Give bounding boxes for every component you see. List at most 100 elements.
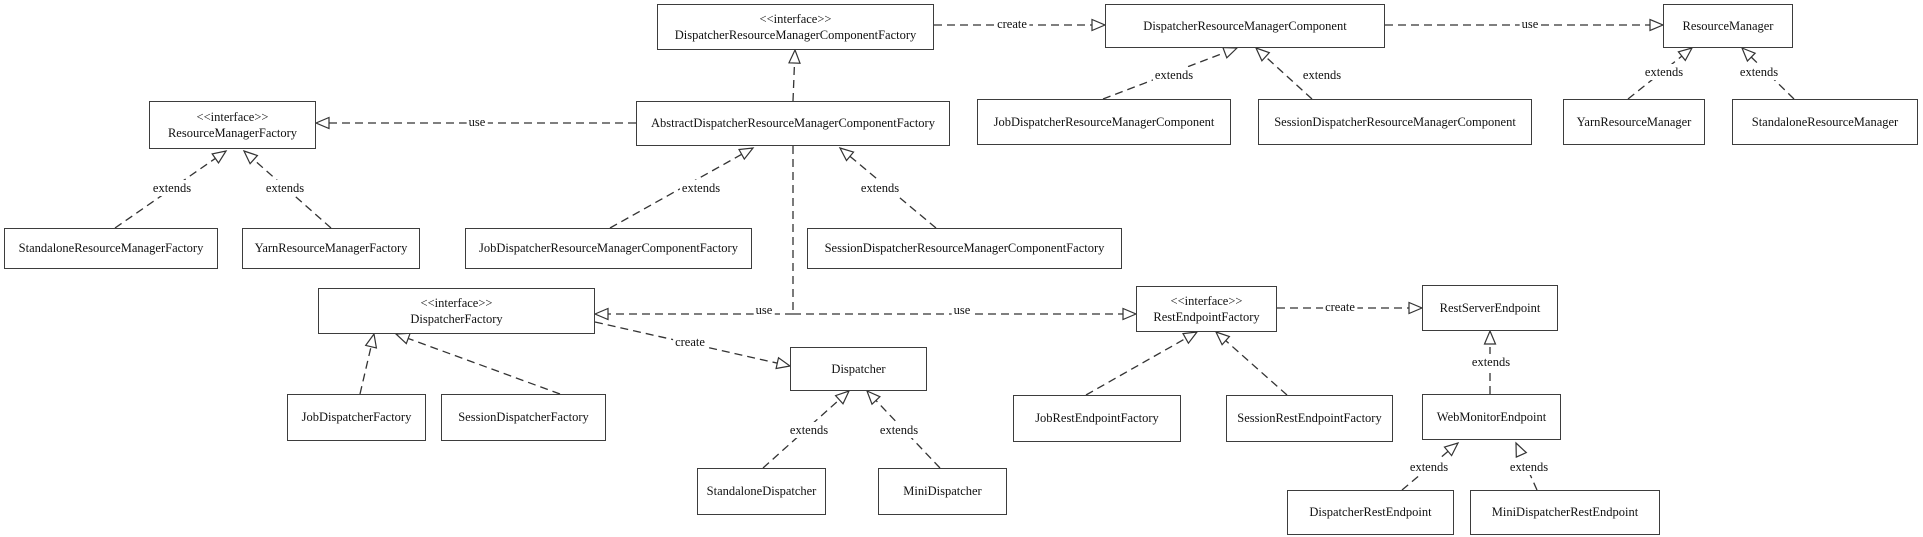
class-box-session-dispatcher-resource-manager-component: SessionDispatcherResourceManagerComponen… [1258,99,1532,145]
edge-line [762,399,840,469]
edge-label-bg [995,16,1030,32]
class-box-session-dispatcher-resource-manager-component-factory: SessionDispatcherResourceManagerComponen… [807,228,1122,269]
edge-line [1265,56,1313,100]
class-name-label: ResourceManagerFactory [167,126,298,140]
class-name-label: RestEndpointFactory [1153,310,1260,324]
arrowhead-icon [242,149,259,165]
edge-line [792,62,796,102]
class-name-label: ResourceManager [1682,18,1774,33]
class-name-label: StandaloneResourceManagerFactory [18,241,204,256]
arrowhead-icon [738,147,755,161]
stereotype-label: <<interface>> [1170,293,1243,308]
edge-label: extends [1510,460,1548,474]
class-name-label: JobDispatcherResourceManagerComponent [993,114,1215,129]
arrowhead-icon [1740,46,1757,63]
class-box-job-rest-endpoint-factory: JobRestEndpointFactory [1013,395,1181,442]
edge-label-bg [858,180,902,196]
stereotype-label: <<interface>> [420,295,493,310]
class-name-label: YarnResourceManager [1576,114,1692,129]
arrowhead-icon [593,307,609,321]
edge-label: create [997,17,1027,31]
edge-label-bg [673,334,708,350]
arrowhead-icon [1649,18,1665,32]
class-name-label: SessionDispatcherResourceManagerComponen… [1274,114,1516,129]
class-box-yarn-resource-manager-factory: YarnResourceManagerFactory [242,228,420,269]
class-box-standalone-dispatcher: StandaloneDispatcher [697,468,826,515]
class-name-label: Dispatcher [831,361,886,376]
class-name-label: StandaloneResourceManager [1751,114,1899,129]
edge-label: extends [861,181,899,195]
class-name-label: YarnResourceManagerFactory [254,241,408,256]
edge-label: extends [790,423,828,437]
edge-label-bg [1407,459,1451,475]
arrowhead-icon [788,48,801,64]
stereotype-label: <<interface>> [759,11,832,26]
class-name-label: StandaloneDispatcher [706,484,817,499]
edge-label: extends [1472,355,1510,369]
class-name-label: SessionDispatcherFactory [458,410,589,425]
edge-label: extends [1155,68,1193,82]
arrowhead-icon [838,147,855,162]
class-box-dispatcher-resource-manager-component: DispatcherResourceManagerComponent [1105,4,1385,48]
arrowhead-icon [1254,46,1271,62]
edge-label-bg [1519,16,1541,32]
edge-label-bg [951,302,973,318]
edge-line [1225,340,1288,396]
class-box-rest-server-endpoint: RestServerEndpoint [1422,285,1558,331]
arrowhead-icon [211,150,228,164]
class-box-abstract-dispatcher-resource-manager-component-factory: AbstractDispatcherResourceManagerCompone… [636,101,950,146]
class-box-web-monitor-endpoint: WebMonitorEndpoint [1422,394,1561,440]
class-name-label: AbstractDispatcherResourceManagerCompone… [651,116,935,131]
arrowhead-icon [1122,307,1138,321]
edge-label: create [1325,300,1355,314]
class-box-dispatcher-resource-manager-component-factory: <<interface>> DispatcherResourceManagerCo… [657,4,934,50]
edge-label: extends [266,181,304,195]
class-box-job-dispatcher-resource-manager-component-factory: JobDispatcherResourceManagerComponentFac… [465,228,752,269]
edge-label-bg [679,180,723,196]
edge-label: extends [880,423,918,437]
edge-line [1085,337,1187,396]
class-box-yarn-resource-manager: YarnResourceManager [1563,99,1705,145]
class-box-dispatcher-rest-endpoint: DispatcherRestEndpoint [1287,490,1454,535]
class-name-label: JobDispatcherResourceManagerComponentFac… [479,241,738,256]
class-name-label: DispatcherResourceManagerComponentFactor… [674,28,917,42]
class-box-standalone-resource-manager: StandaloneResourceManager [1732,99,1918,145]
arrowhead-icon [1182,331,1199,345]
edge-label-bg [1642,64,1686,80]
arrowhead-icon [865,389,881,406]
edge-label: use [756,303,773,317]
edge-label: extends [1410,460,1448,474]
edge-line [114,157,216,229]
edge-label: use [954,303,971,317]
arrowhead-icon [364,332,378,349]
arrowhead-icon [1408,301,1424,315]
edge-label: extends [682,181,720,195]
arrowhead-icon [1091,18,1107,32]
class-box-session-rest-endpoint-factory: SessionRestEndpointFactory [1226,395,1393,442]
arrowhead-icon [1483,329,1497,345]
arrowhead-icon [1515,441,1528,459]
arrowhead-icon [1443,442,1460,457]
class-name-label: MiniDispatcher [903,484,982,499]
class-box-standalone-resource-manager-factory: StandaloneResourceManagerFactory [4,228,218,269]
class-name-label: JobDispatcherFactory [301,410,412,425]
class-box-dispatcher: Dispatcher [790,347,927,391]
edge-label-bg [1469,354,1513,370]
edge-label-bg [753,302,775,318]
edge-label-bg [1323,299,1358,315]
edge-label: extends [1303,68,1341,82]
edge-label-bg [150,180,194,196]
edge-label-bg [1737,64,1781,80]
class-box-resource-manager: ResourceManager [1663,4,1793,48]
class-box-job-dispatcher-resource-manager-component: JobDispatcherResourceManagerComponent [977,99,1231,145]
class-name-label: DispatcherFactory [410,312,503,326]
edge-label-bg [877,422,921,438]
edge-label: use [1522,17,1539,31]
edge-line [359,346,372,395]
arrowhead-icon [834,389,851,405]
edge-label: extends [153,181,191,195]
arrowhead-icon [1214,330,1231,346]
